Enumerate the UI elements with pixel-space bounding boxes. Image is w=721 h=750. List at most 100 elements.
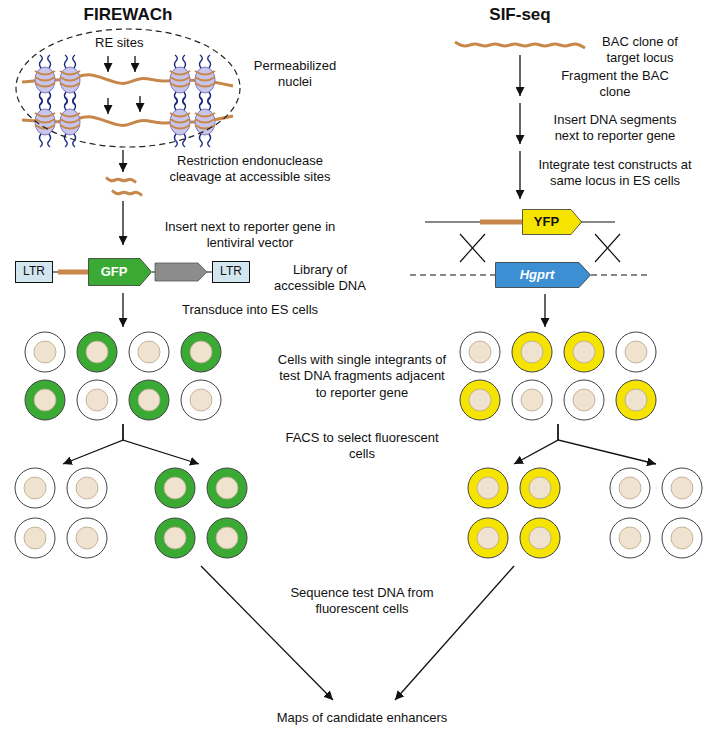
- step-arrow: [519, 151, 520, 199]
- nucleosome: [35, 97, 55, 147]
- nucleosome: [195, 97, 215, 147]
- cell: [616, 380, 656, 420]
- label-text: Sequence test DNA from fluorescent cells: [290, 585, 433, 616]
- label-text: Insert next to reporter gene in lentivir…: [165, 219, 336, 250]
- step-arrow: [544, 294, 545, 327]
- cell: [564, 380, 604, 420]
- cell: [610, 468, 650, 508]
- label-text: Cells with single integrants of test DNA…: [278, 352, 446, 400]
- step-label: Sequence test DNA from fluorescent cells: [277, 585, 447, 618]
- label-text: Insert DNA segments next to reporter gen…: [554, 112, 677, 143]
- step-arrow: [122, 201, 123, 245]
- label-text: Permeabilized nuclei: [254, 58, 336, 89]
- cell: [662, 518, 702, 558]
- cell: [207, 468, 247, 508]
- test-dna-insert: [480, 220, 522, 225]
- cell: [207, 518, 247, 558]
- cell: [15, 518, 55, 558]
- nucleosome: [35, 55, 55, 105]
- recombination-cross: [460, 234, 485, 262]
- cell: [460, 380, 500, 420]
- step-arrow: [63, 424, 123, 464]
- node-text: GFP: [101, 265, 128, 280]
- step-label: Maps of candidate enhancers: [232, 710, 492, 726]
- step-label: Cells with single integrants of test DNA…: [277, 352, 447, 401]
- label-text: FIREWACh: [84, 5, 173, 24]
- label-text: Transduce into ES cells: [182, 302, 318, 317]
- node-text: LTR: [23, 265, 45, 279]
- dna-strand: [112, 191, 142, 196]
- step-label: Insert DNA segments next to reporter gen…: [540, 112, 690, 145]
- step-label: BAC clone of target locus: [593, 34, 688, 67]
- cell: [15, 468, 55, 508]
- ltr-box: LTR: [212, 261, 250, 283]
- cell: [129, 380, 169, 420]
- step-arrow: [134, 56, 135, 72]
- vector-line: [425, 221, 480, 222]
- vector-backbone: [53, 271, 88, 272]
- cell: [25, 332, 65, 372]
- step-arrow: [519, 103, 520, 144]
- step-arrow: [122, 150, 123, 172]
- ltr-box: LTR: [15, 261, 53, 283]
- nucleosome: [60, 97, 80, 147]
- label-text: Maps of candidate enhancers: [277, 710, 448, 725]
- node-text: LTR: [220, 265, 242, 279]
- cell: [155, 468, 195, 508]
- label-text: Integrate test constructs at same locus …: [538, 157, 691, 188]
- step-label: Restriction endonuclease cleavage at acc…: [163, 153, 338, 186]
- cell: [610, 518, 650, 558]
- step-arrow: [122, 293, 123, 327]
- step-arrow: [519, 55, 520, 96]
- column-heading: FIREWACh: [43, 4, 213, 25]
- cell: [460, 332, 500, 372]
- cell: [520, 468, 560, 508]
- cell: [155, 518, 195, 558]
- label-text: SIF-seq: [489, 5, 550, 24]
- column-heading: SIF-seq: [445, 4, 595, 25]
- cell: [129, 332, 169, 372]
- step-arrow: [139, 96, 140, 112]
- nucleosome: [60, 55, 80, 105]
- cell: [512, 380, 552, 420]
- step-arrow: [107, 98, 108, 114]
- recombination-cross: [595, 234, 620, 262]
- recombination-cross: [460, 234, 485, 262]
- cell: [67, 518, 107, 558]
- cell: [616, 332, 656, 372]
- step-arrow: [107, 56, 108, 72]
- label-text: Library of accessible DNA: [274, 262, 366, 293]
- label-text: BAC clone of target locus: [602, 34, 678, 65]
- cell: [468, 468, 508, 508]
- cell: [67, 468, 107, 508]
- node-text: YFP: [534, 215, 559, 230]
- target-locus-gene: Hgprt: [495, 262, 591, 288]
- cell: [662, 468, 702, 508]
- step-label: Permeabilized nuclei: [245, 58, 345, 91]
- step-label: Integrate test constructs at same locus …: [531, 157, 699, 190]
- nucleosome: [170, 55, 190, 105]
- node-text: Hgprt: [520, 268, 555, 283]
- nucleosome: [170, 97, 190, 147]
- genome-line: [410, 274, 495, 275]
- step-label: Transduce into ES cells: [160, 302, 340, 318]
- step-arrow: [558, 424, 656, 464]
- label-text: FACS to select fluorescent cells: [285, 430, 438, 461]
- node-text: RE sites: [95, 36, 143, 51]
- reporter-gene: GFP: [88, 258, 152, 286]
- step-label: FACS to select fluorescent cells: [275, 430, 450, 463]
- grey-gene-arrow: [155, 263, 207, 281]
- step-label: Library of accessible DNA: [265, 262, 375, 295]
- recombination-cross: [595, 234, 620, 262]
- vector-line: [580, 221, 615, 222]
- nucleus: RE sites: [15, 28, 241, 148]
- cell: [25, 380, 65, 420]
- genome-line: [591, 274, 648, 275]
- dna-strand: [106, 178, 136, 183]
- nucleosome: [195, 55, 215, 105]
- cell: [181, 332, 221, 372]
- cell: [468, 518, 508, 558]
- step-label: Fragment the BAC clone: [553, 68, 678, 101]
- cell: [512, 332, 552, 372]
